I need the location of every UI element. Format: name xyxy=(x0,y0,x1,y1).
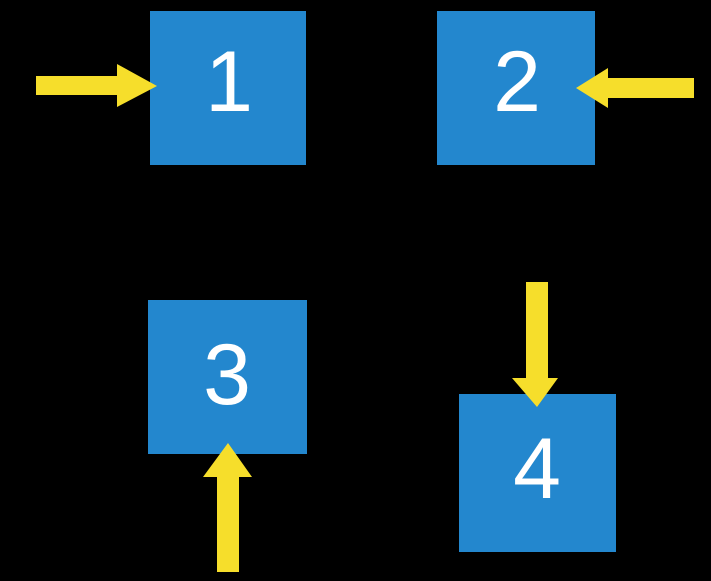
box-3-label: 3 xyxy=(203,327,251,423)
box-group-3[interactable]: 3 xyxy=(148,300,307,454)
left-arrow-icon xyxy=(576,68,694,108)
box-1-rect[interactable] xyxy=(150,11,306,165)
up-arrow-icon xyxy=(203,443,252,572)
box-4-rect[interactable] xyxy=(459,394,616,552)
box-4-label: 4 xyxy=(513,421,561,517)
box-2-label: 2 xyxy=(493,34,541,130)
box-2-rect[interactable] xyxy=(437,11,595,165)
box-group-4[interactable]: 4 xyxy=(459,394,616,552)
box-3-rect[interactable] xyxy=(148,300,307,454)
box-group-1[interactable]: 1 xyxy=(150,11,306,165)
box-group-2[interactable]: 2 xyxy=(437,11,595,165)
down-arrow-icon xyxy=(512,282,558,407)
right-arrow-icon xyxy=(36,64,157,107)
box-1-label: 1 xyxy=(205,34,253,130)
